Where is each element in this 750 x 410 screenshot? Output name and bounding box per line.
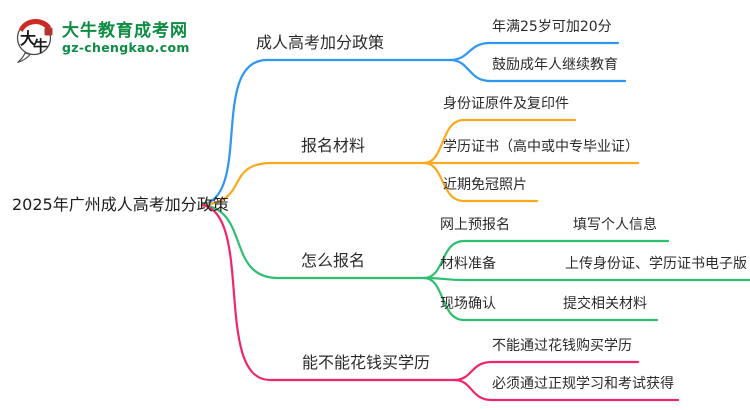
site-logo: 大 牛 大牛教育成考网 gz-chengkao.com bbox=[11, 13, 190, 63]
branch-materials-lines bbox=[200, 118, 640, 207]
branch-line bbox=[200, 58, 452, 207]
branch-line bbox=[422, 276, 750, 282]
node-fill-personal-info: 填写个人信息 bbox=[573, 217, 657, 233]
logo-char-1: 大 bbox=[20, 29, 36, 48]
branch-line bbox=[422, 118, 577, 165]
branch-line bbox=[448, 58, 627, 83]
node-id-card-copy: 身份证原件及复印件 bbox=[443, 96, 569, 112]
branch-line bbox=[448, 41, 620, 62]
node-onsite-confirmation: 现场确认 bbox=[440, 296, 496, 312]
branch-bonus-policy-lines bbox=[200, 41, 627, 207]
branch-line bbox=[452, 360, 640, 382]
node-must-study-and-exam: 必须通过正规学习和考试获得 bbox=[492, 376, 674, 392]
branch-line bbox=[452, 378, 680, 402]
branch-application-materials: 报名材料 bbox=[301, 136, 366, 155]
branch-line bbox=[200, 161, 426, 207]
node-online-preregistration: 网上预报名 bbox=[440, 217, 510, 233]
node-recent-photo: 近期免冠照片 bbox=[443, 177, 527, 193]
branch-line bbox=[422, 161, 539, 203]
root-node: 2025年广州成人高考加分政策 bbox=[12, 195, 229, 214]
branch-bonus-policy: 成人高考加分政策 bbox=[256, 33, 385, 52]
brand-name: 大牛教育成考网 bbox=[62, 21, 188, 41]
branch-buy-diploma: 能不能花钱买学历 bbox=[302, 353, 431, 372]
node-cannot-buy-diploma: 不能通过花钱购买学历 bbox=[492, 338, 632, 354]
node-material-preparation: 材料准备 bbox=[440, 256, 496, 272]
speech-bubble-tail bbox=[17, 52, 31, 63]
branch-how-to-register-lines bbox=[200, 203, 750, 322]
branch-line bbox=[200, 203, 426, 280]
brand-domain: gz-chengkao.com bbox=[62, 40, 190, 55]
branch-buy-diploma-lines bbox=[200, 203, 680, 402]
node-diploma-certificate: 学历证书（高中或中专毕业证） bbox=[443, 139, 639, 155]
branch-line bbox=[422, 276, 659, 322]
branch-line bbox=[200, 203, 456, 382]
branch-how-to-register: 怎么报名 bbox=[301, 251, 366, 270]
branch-line bbox=[422, 239, 670, 280]
daniu-logo-icon: 大 牛 bbox=[16, 18, 53, 63]
node-encourage-adult-education: 鼓励成年人继续教育 bbox=[492, 57, 618, 73]
node-submit-materials: 提交相关材料 bbox=[563, 296, 647, 312]
red-cap bbox=[19, 18, 51, 32]
logo-char-2: 牛 bbox=[33, 37, 48, 55]
node-upload-documents: 上传身份证、学历证书电子版 bbox=[565, 256, 747, 272]
node-age-25-plus-20: 年满25岁可加20分 bbox=[492, 19, 612, 35]
red-seal bbox=[44, 27, 53, 36]
